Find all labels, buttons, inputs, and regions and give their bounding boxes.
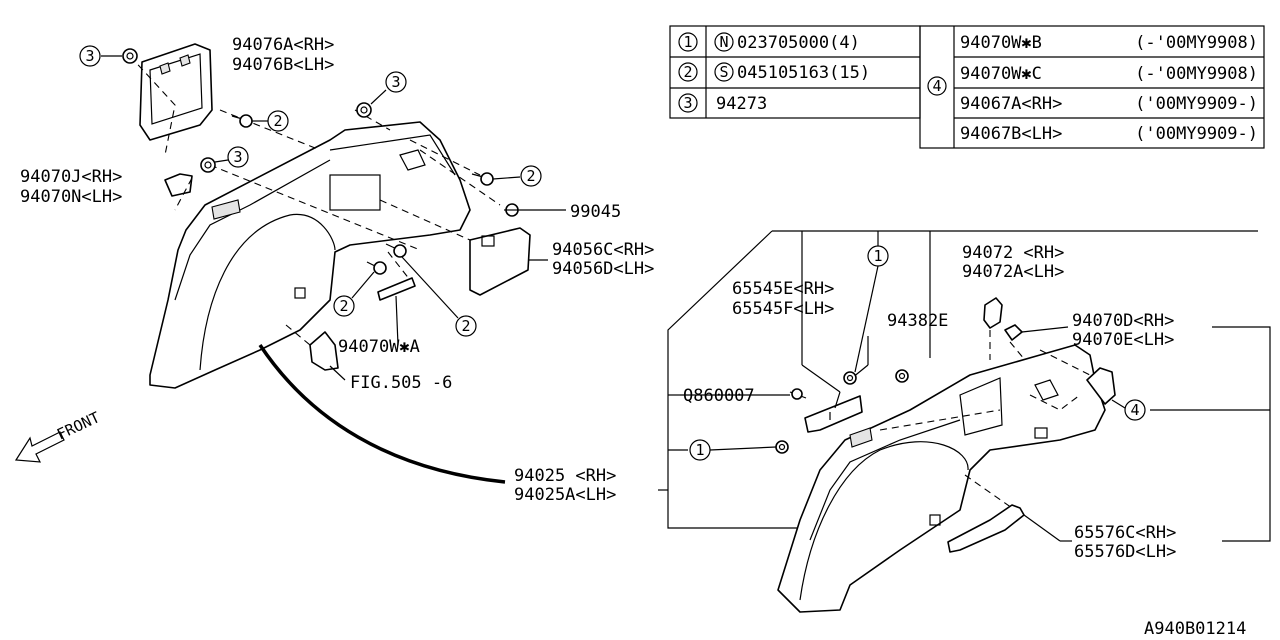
label-99045: 99045 — [570, 202, 621, 222]
label-94056c: 94056C<RH> — [552, 240, 654, 260]
callout-1-a-num: 1 — [873, 247, 882, 265]
label-94382e: 94382E — [887, 311, 948, 331]
bracket-94070j — [164, 173, 193, 197]
right-assembly: 1 1 4 94072 <RH> 94072A<LH> 65545E<RH> 6… — [658, 230, 1271, 613]
clip-1-low — [775, 440, 789, 454]
legend-row3-num: 3 — [683, 94, 692, 112]
label-94056d: 94056D<LH> — [552, 259, 654, 279]
legend-r3-text: 94067A<RH> — [960, 94, 1062, 114]
label-94072a: 94072A<LH> — [962, 262, 1064, 282]
callout-3-b-num: 3 — [391, 73, 400, 91]
right-trim-panel — [777, 344, 1106, 613]
callout-3-c — [227, 146, 249, 168]
bracket-65545 — [804, 395, 863, 433]
callout-2-b-num: 2 — [526, 167, 535, 185]
side-cover-94056 — [469, 227, 531, 296]
legend-r3-year: ('00MY9909-) — [1135, 94, 1258, 114]
label-65576c: 65576C<RH> — [1074, 523, 1176, 543]
callout-3-a — [79, 45, 101, 67]
label-94025a: 94025A<LH> — [514, 485, 616, 505]
clip-94072 — [983, 297, 1003, 329]
callout-4-num: 4 — [1130, 401, 1139, 419]
clip-3-mid — [200, 157, 216, 173]
clip-94382e — [895, 369, 909, 383]
legend-row2-text: 045105163(15) — [737, 63, 870, 83]
legend-r2-year: (-'00MY9908) — [1135, 64, 1258, 84]
callout-3-a-num: 3 — [85, 47, 94, 65]
callout-2-d — [455, 315, 477, 337]
screw-2-c — [366, 261, 387, 275]
weatherstrip-94025 — [258, 344, 506, 484]
legend-row2-sym: S — [719, 63, 728, 81]
label-94025: 94025 <RH> — [514, 466, 616, 486]
clip-3-right — [356, 102, 372, 118]
legend-r4-text: 94067B<LH> — [960, 124, 1062, 144]
legend-table: 1 N 023705000(4) 2 S 045105163(15) 3 942… — [669, 25, 1265, 149]
callout-2-d-num: 2 — [461, 317, 470, 335]
legend-r1-year: (-'00MY9908) — [1135, 33, 1258, 53]
label-94070d: 94070D<RH> — [1072, 311, 1174, 331]
callout-1-b-num: 1 — [695, 441, 704, 459]
hook-fig505 — [309, 331, 339, 371]
strip-94070wa — [377, 277, 416, 301]
label-94076a: 94076A<RH> — [232, 35, 334, 55]
left-assembly: 3 3 3 2 2 2 2 94076A<RH> 94076B<LH> 9407… — [14, 35, 654, 463]
legend-row1-num: 1 — [683, 33, 692, 51]
clip-3-top — [122, 48, 138, 64]
legend-row3-text: 94273 — [716, 94, 767, 114]
piece-94070d — [1004, 324, 1023, 341]
legend-row1-sym: N — [719, 33, 728, 51]
legend-row2-num: 2 — [683, 63, 692, 81]
label-94070n: 94070N<LH> — [20, 187, 122, 207]
callout-2-c-num: 2 — [339, 297, 348, 315]
callout-4 — [1124, 399, 1146, 421]
legend-group-num: 4 — [932, 77, 941, 95]
label-94072: 94072 <RH> — [962, 243, 1064, 263]
left-trim-pocket — [329, 174, 381, 211]
legend-row1-text: 023705000(4) — [737, 33, 860, 53]
legend-r4-year: ('00MY9909-) — [1135, 124, 1258, 144]
callout-3-b — [385, 71, 407, 93]
label-94070e: 94070E<LH> — [1072, 330, 1174, 350]
legend-r1-text: 94070W✱B — [960, 33, 1042, 53]
label-fig505: FIG.505 -6 — [350, 373, 452, 393]
clip-99045 — [504, 203, 519, 217]
label-94070j: 94070J<RH> — [20, 167, 122, 187]
callout-2-c — [333, 295, 355, 317]
label-q860007: Q860007 — [683, 386, 755, 406]
callout-2-a — [267, 110, 289, 132]
left-trim-wheelarch — [199, 213, 336, 371]
strip-65576 — [947, 504, 1025, 553]
label-65545e: 65545E<RH> — [732, 279, 834, 299]
screw-2-b — [471, 172, 494, 186]
callout-3-c-num: 3 — [233, 148, 242, 166]
label-65576d: 65576D<LH> — [1074, 542, 1176, 562]
legend-r2-text: 94070W✱C — [960, 64, 1042, 84]
screw-q860007 — [789, 388, 807, 400]
callout-2-b — [520, 165, 542, 187]
front-arrow-icon: FRONT — [14, 408, 103, 463]
screw-2-d — [385, 243, 407, 258]
cover-group-4 — [1086, 367, 1116, 405]
label-94076b: 94076B<LH> — [232, 55, 334, 75]
diagram-code: A940B01214 — [1144, 619, 1246, 639]
screw-2-a — [231, 114, 253, 128]
callout-2-a-num: 2 — [273, 112, 282, 130]
label-94070wa: 94070W✱A — [338, 337, 420, 357]
label-front: FRONT — [54, 408, 103, 443]
clip-1-top — [843, 371, 857, 385]
label-65545f: 65545F<LH> — [732, 299, 834, 319]
left-trim-panel — [149, 121, 471, 389]
left-trim-inner — [174, 159, 331, 301]
